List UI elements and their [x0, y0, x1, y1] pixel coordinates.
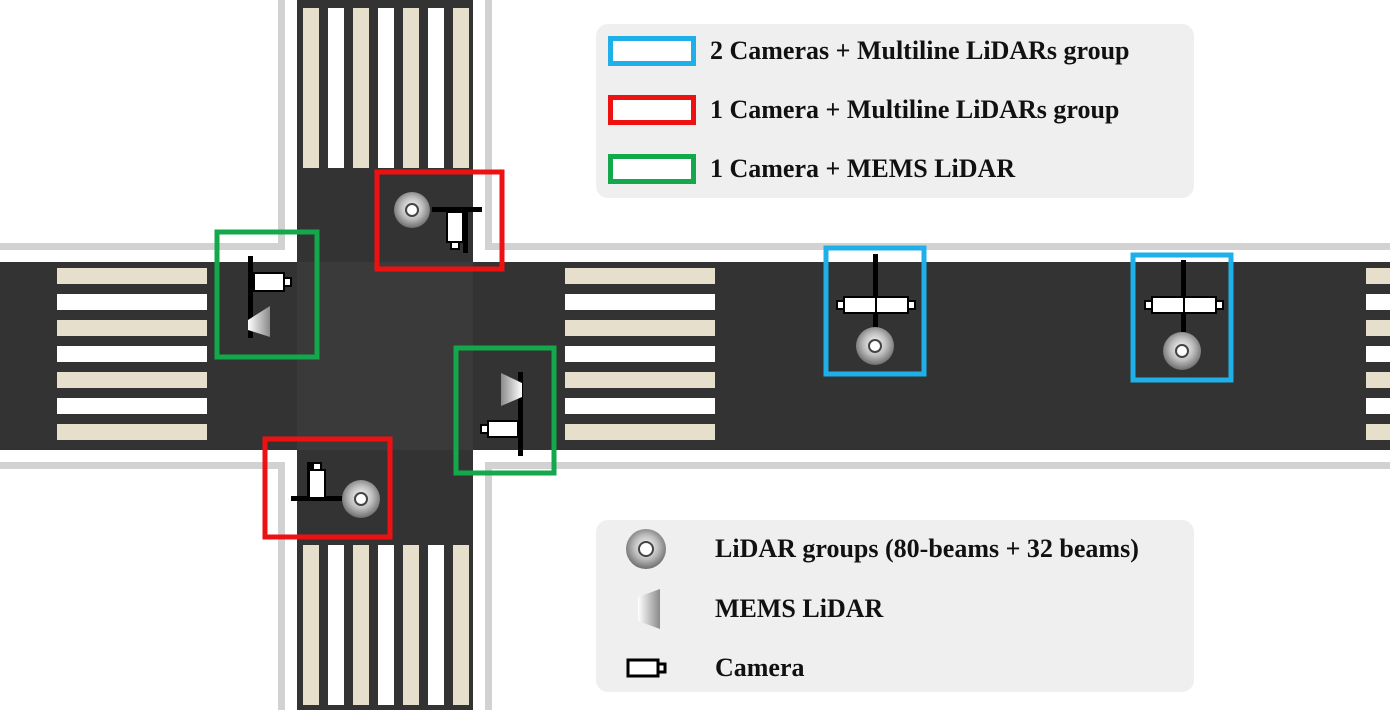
mems-lidar-icon	[248, 306, 270, 337]
legend-item-camera: Camera	[621, 648, 805, 688]
pole	[518, 372, 523, 456]
sensor-group-blue-1	[823, 245, 927, 377]
camera-icon	[836, 296, 877, 314]
mems-lidar-icon	[501, 373, 522, 406]
pole	[873, 254, 878, 328]
legend-label: MEMS LiDAR	[715, 594, 884, 623]
legend-item-mems-lidar: MEMS LiDAR	[621, 589, 883, 629]
sensor-group-green-west	[214, 229, 320, 360]
sensor-group-red-north	[374, 169, 505, 272]
crosswalk-west	[57, 268, 207, 440]
camera-icon	[875, 296, 916, 314]
crosswalk-south	[303, 545, 469, 705]
camera-icon	[480, 420, 519, 438]
legend-sensor-groups: 2 Cameras + Multiline LiDARs group 1 Cam…	[596, 24, 1194, 198]
camera-icon	[253, 272, 292, 292]
crosswalk-north	[303, 8, 469, 168]
legend-sensor-symbols: LiDAR groups (80-beams + 32 beams) MEMS …	[596, 520, 1194, 692]
crosswalk-east	[565, 268, 715, 440]
legend-item-lidar-group: LiDAR groups (80-beams + 32 beams)	[621, 529, 1139, 569]
camera-icon	[308, 462, 326, 499]
sensor-group-red-south	[262, 436, 393, 540]
legend-label: Camera	[715, 653, 805, 682]
legend-item-red: 1 Camera + Multiline LiDARs group	[608, 95, 1119, 125]
legend-item-blue: 2 Cameras + Multiline LiDARs group	[608, 36, 1130, 66]
pole	[432, 207, 482, 212]
blue-box-swatch	[608, 36, 696, 66]
camera-icon	[621, 648, 671, 688]
legend-label: 2 Cameras + Multiline LiDARs group	[710, 36, 1130, 65]
pole	[463, 207, 468, 253]
legend-label: 1 Camera + Multiline LiDARs group	[710, 95, 1120, 124]
pole	[248, 256, 253, 338]
legend-item-green: 1 Camera + MEMS LiDAR	[608, 154, 1015, 184]
red-box-swatch	[608, 95, 696, 125]
sensor-group-blue-2	[1130, 252, 1234, 383]
camera-icon	[446, 211, 464, 250]
sensor-group-green-east	[453, 345, 557, 476]
legend-label: 1 Camera + MEMS LiDAR	[710, 154, 1016, 183]
green-box-swatch	[608, 154, 696, 184]
mems-lidar-icon	[621, 589, 671, 629]
crosswalk-far-east	[1366, 268, 1390, 440]
camera-icon	[1183, 296, 1224, 314]
legend-label: LiDAR groups (80-beams + 32 beams)	[715, 534, 1139, 563]
lidar-group-icon	[621, 529, 671, 569]
